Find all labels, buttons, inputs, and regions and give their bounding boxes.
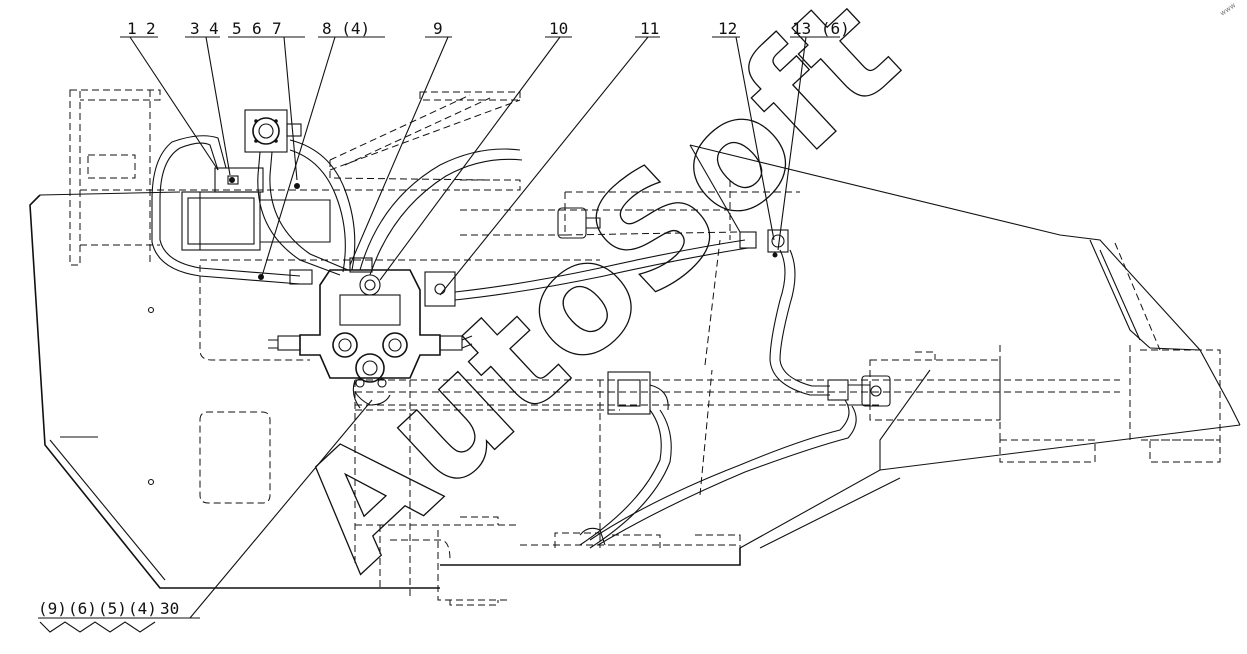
hose-lines — [151, 135, 857, 549]
control-valve — [268, 269, 473, 388]
leader-lines — [38, 36, 840, 633]
callout-5: 5 — [232, 19, 242, 38]
mount-hole — [147, 478, 155, 486]
fittings — [229, 177, 891, 546]
callout-12: 12 — [718, 19, 737, 38]
callouts-top: 1 2 3 4 5 6 7 8 (4) 9 10 11 12 13 (6) — [127, 19, 850, 38]
callout-7: 7 — [272, 19, 282, 38]
callout-bottom-4: (4) — [128, 599, 157, 618]
callout-bottom-30: 30 — [160, 599, 179, 618]
callout-8: 8 (4) — [322, 19, 370, 38]
callout-4: 4 — [209, 19, 219, 38]
callout-11: 11 — [640, 19, 659, 38]
callout-9: 9 — [433, 19, 443, 38]
hydraulic-cylinder — [181, 167, 331, 251]
callout-2: 2 — [146, 19, 156, 38]
corner-mark: www — [1219, 1, 1238, 18]
callout-3: 3 — [190, 19, 200, 38]
callout-bottom-9: (9) — [38, 599, 67, 618]
callout-bottom-5: (5) — [98, 599, 127, 618]
frame-outline — [29, 144, 1241, 589]
autosoft-watermark: AutoSoft — [266, 0, 930, 601]
callout-1: 1 — [127, 19, 137, 38]
hidden-lines — [69, 89, 1221, 606]
callout-bottom-6: (6) — [68, 599, 97, 618]
mount-hole — [147, 306, 155, 314]
callout-13: 13 (6) — [792, 19, 850, 38]
callouts-bottom: (9) (6) (5) (4) 30 — [38, 599, 179, 618]
callout-10: 10 — [549, 19, 568, 38]
callout-6: 6 — [252, 19, 262, 38]
flange-block — [244, 109, 302, 153]
